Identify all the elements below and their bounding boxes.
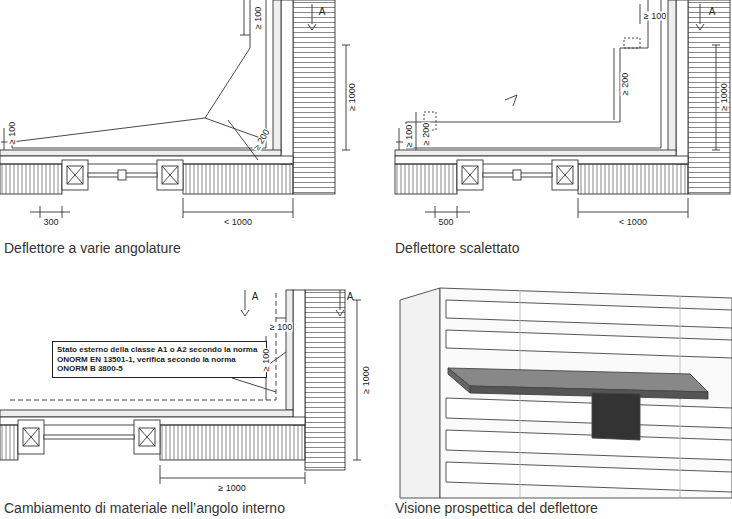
dimension-label: ≥ 100 [643, 12, 667, 21]
caption: Visione prospettica del deflettore [395, 501, 598, 515]
dimension-label: ≥ 100 [405, 124, 414, 148]
section-marker: A [319, 7, 326, 17]
caption: Cambiamento di materiale nell’angolo int… [4, 501, 285, 515]
dimension-label: ≥ 200 [621, 72, 630, 96]
dimension-label: 500 [437, 218, 454, 227]
dimension-label: < 1000 [223, 218, 253, 227]
dimension-label: < 1000 [618, 218, 648, 227]
caption: Deflettore scalettato [395, 241, 520, 255]
dimension-label: ≥ 100 [254, 6, 263, 30]
dimension-label: ≥ 1000 [348, 82, 357, 111]
dimension-label: ≥ 100 [262, 348, 271, 372]
dimension-label: ≥ 100 [269, 323, 293, 332]
dimension-label: ≥ 1000 [720, 82, 729, 111]
caption: Deflettore a varie angolature [4, 241, 181, 255]
note-box: Stato esterno della classe A1 o A2 secon… [52, 341, 267, 378]
section-marker: A [709, 7, 716, 17]
dimension-label: ≥ 200 [252, 127, 272, 153]
dimension-label: ≥ 1000 [362, 365, 371, 394]
section-marker: A [347, 292, 354, 302]
dimension-label: ≥ 1000 [217, 484, 246, 493]
dimension-label: ≥ 200 [422, 122, 431, 146]
note-text: Stato esterno della classe A1 o A2 secon… [57, 345, 262, 374]
dimension-label: ≥ 100 [8, 121, 17, 145]
dimension-label: 300 [42, 218, 59, 227]
section-marker: A [252, 292, 259, 302]
